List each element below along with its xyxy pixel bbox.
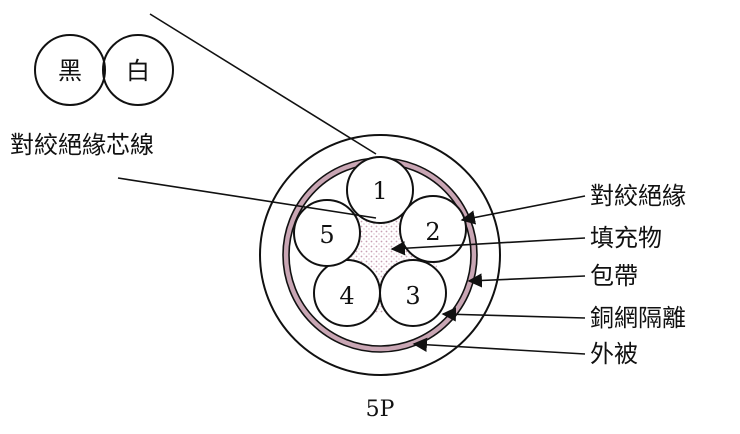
copper-shield-arrow	[441, 307, 586, 322]
wrapping-tape-arrow	[467, 273, 586, 288]
pair-legend: 黑 白	[34, 34, 174, 106]
pair-count-caption: 5P	[366, 397, 395, 422]
outer-jacket-label: 外被	[590, 340, 638, 368]
conductor-number-4: 4	[339, 282, 354, 310]
outer-jacket-arrow	[412, 337, 586, 355]
conductor-number-2: 2	[425, 218, 440, 246]
black-label: 黑	[58, 57, 82, 85]
pair-leader-line	[149, 13, 377, 155]
wrapping-tape-label: 包帶	[590, 262, 638, 290]
core-leader-line	[117, 177, 377, 219]
white-wire-circle	[102, 34, 174, 106]
conductor-number-3: 3	[405, 282, 420, 310]
white-label: 白	[126, 57, 150, 85]
copper-shield-label: 銅網隔離	[590, 304, 686, 332]
conductor-number-5: 5	[319, 221, 334, 249]
filler-label: 填充物	[590, 224, 662, 252]
twisted-insulated-core-label: 對絞絕緣芯線	[10, 131, 154, 159]
conductor-number-1: 1	[372, 177, 387, 205]
filler-arrow	[390, 237, 586, 256]
conductor-1	[346, 156, 414, 224]
cable-cross-section: 1 2 3 4 5	[259, 134, 501, 376]
conductor-5	[293, 199, 361, 267]
black-wire-circle	[34, 34, 106, 106]
twisted-insulation-arrow	[460, 195, 586, 225]
twisted-insulation-label: 對絞絕緣	[590, 182, 686, 210]
